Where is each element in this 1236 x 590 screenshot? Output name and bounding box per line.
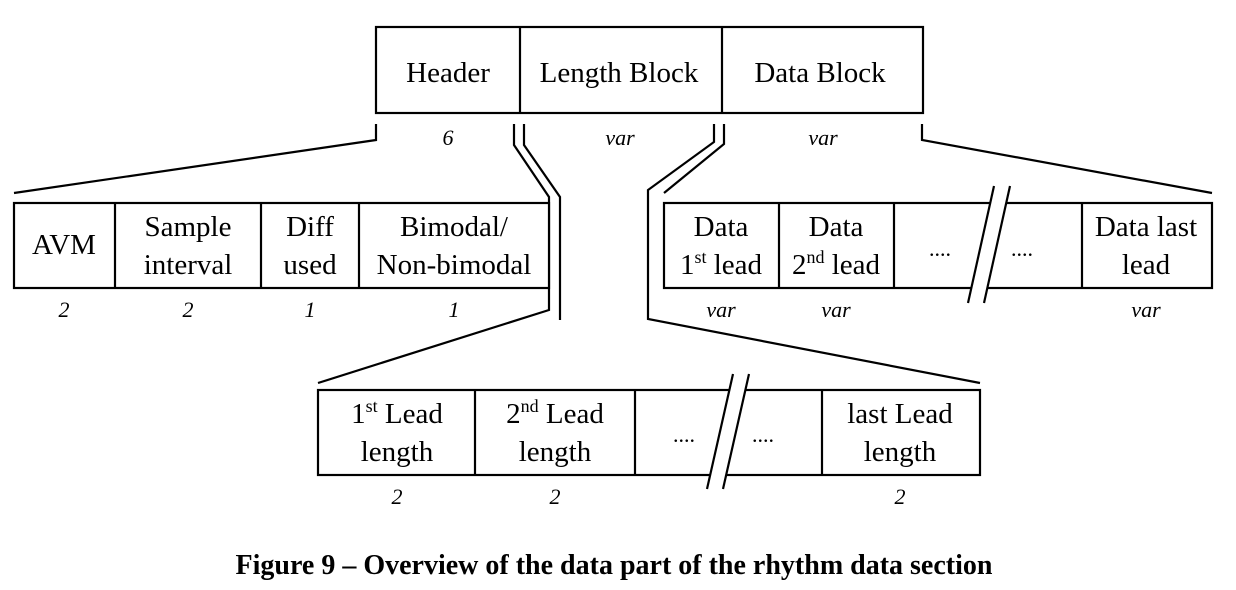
- data-block-expansion-connector-inner: [663, 124, 726, 194]
- sample-interval-label-line2: interval: [144, 249, 233, 281]
- length-block-expansion-connector: [317, 124, 551, 385]
- ellipsis: ....: [752, 422, 774, 447]
- last-lead-length-label-line2: length: [864, 436, 937, 468]
- length-block-size: var: [605, 125, 635, 150]
- sample-interval-label-line1: Sample: [145, 211, 232, 243]
- last-lead-length-size: 2: [895, 484, 906, 509]
- break-gap: [968, 186, 1010, 303]
- ellipsis: ....: [1011, 236, 1033, 261]
- lead-2nd-length-label-line2: length: [519, 436, 592, 468]
- lead-2nd-length-label-line1: 2nd Lead: [506, 396, 604, 430]
- data-1st-lead-label-line2: 1st lead: [680, 247, 763, 281]
- diff-used-label-line2: used: [283, 249, 337, 281]
- avm-size: 2: [59, 297, 70, 322]
- bimodal-label-line2: Non-bimodal: [377, 249, 532, 281]
- header-size: 6: [443, 125, 454, 150]
- length-block-field-label: Length Block: [540, 57, 699, 89]
- data-2nd-lead-label-line2: 2nd lead: [792, 247, 881, 281]
- break-mark: [721, 373, 751, 490]
- lead-1st-length-label-line1: 1st Lead: [351, 396, 443, 430]
- break-mark: [966, 185, 996, 304]
- data-1st-lead-label-line1: Data: [694, 211, 749, 243]
- data-block-contents-box: [662, 201, 1214, 290]
- break-gap: [707, 374, 749, 489]
- data-last-lead-label-line2: lead: [1122, 249, 1171, 281]
- ellipsis: ....: [929, 236, 951, 261]
- ellipsis: ....: [673, 422, 695, 447]
- lead-2nd-length-size: 2: [550, 484, 561, 509]
- diff-used-label-line1: Diff: [286, 211, 334, 243]
- length-block-contents-box: [316, 388, 982, 477]
- break-mark: [705, 373, 735, 490]
- lead-1st-length-size: 2: [392, 484, 403, 509]
- avm-field-label: AVM: [32, 229, 96, 261]
- header-contents-box: [12, 201, 551, 290]
- header-expansion-connector: [13, 124, 378, 195]
- data-2nd-lead-size: var: [821, 297, 851, 322]
- data-last-lead-label-line1: Data last: [1095, 211, 1197, 243]
- data-block-field-label: Data Block: [754, 57, 886, 89]
- lead-1st-length-label-line2: length: [361, 436, 434, 468]
- diff-used-size: 1: [305, 297, 316, 322]
- data-2nd-lead-label-line1: Data: [809, 211, 864, 243]
- header-field-label: Header: [406, 57, 490, 89]
- bimodal-size: 1: [449, 297, 460, 322]
- data-block-size: var: [808, 125, 838, 150]
- break-mark: [982, 185, 1012, 304]
- data-1st-lead-size: var: [706, 297, 736, 322]
- sample-interval-size: 2: [183, 297, 194, 322]
- bimodal-label-line1: Bimodal/: [400, 211, 509, 243]
- length-block-expansion-connector-inner: [522, 124, 562, 320]
- data-last-lead-size: var: [1131, 297, 1161, 322]
- last-lead-length-label-line1: last Lead: [847, 398, 953, 430]
- data-block-expansion-connector: [646, 124, 981, 385]
- top-record-box: [374, 25, 925, 115]
- data-block-expansion-connector-right: [920, 124, 1213, 195]
- figure-caption: Figure 9 – Overview of the data part of …: [236, 550, 993, 581]
